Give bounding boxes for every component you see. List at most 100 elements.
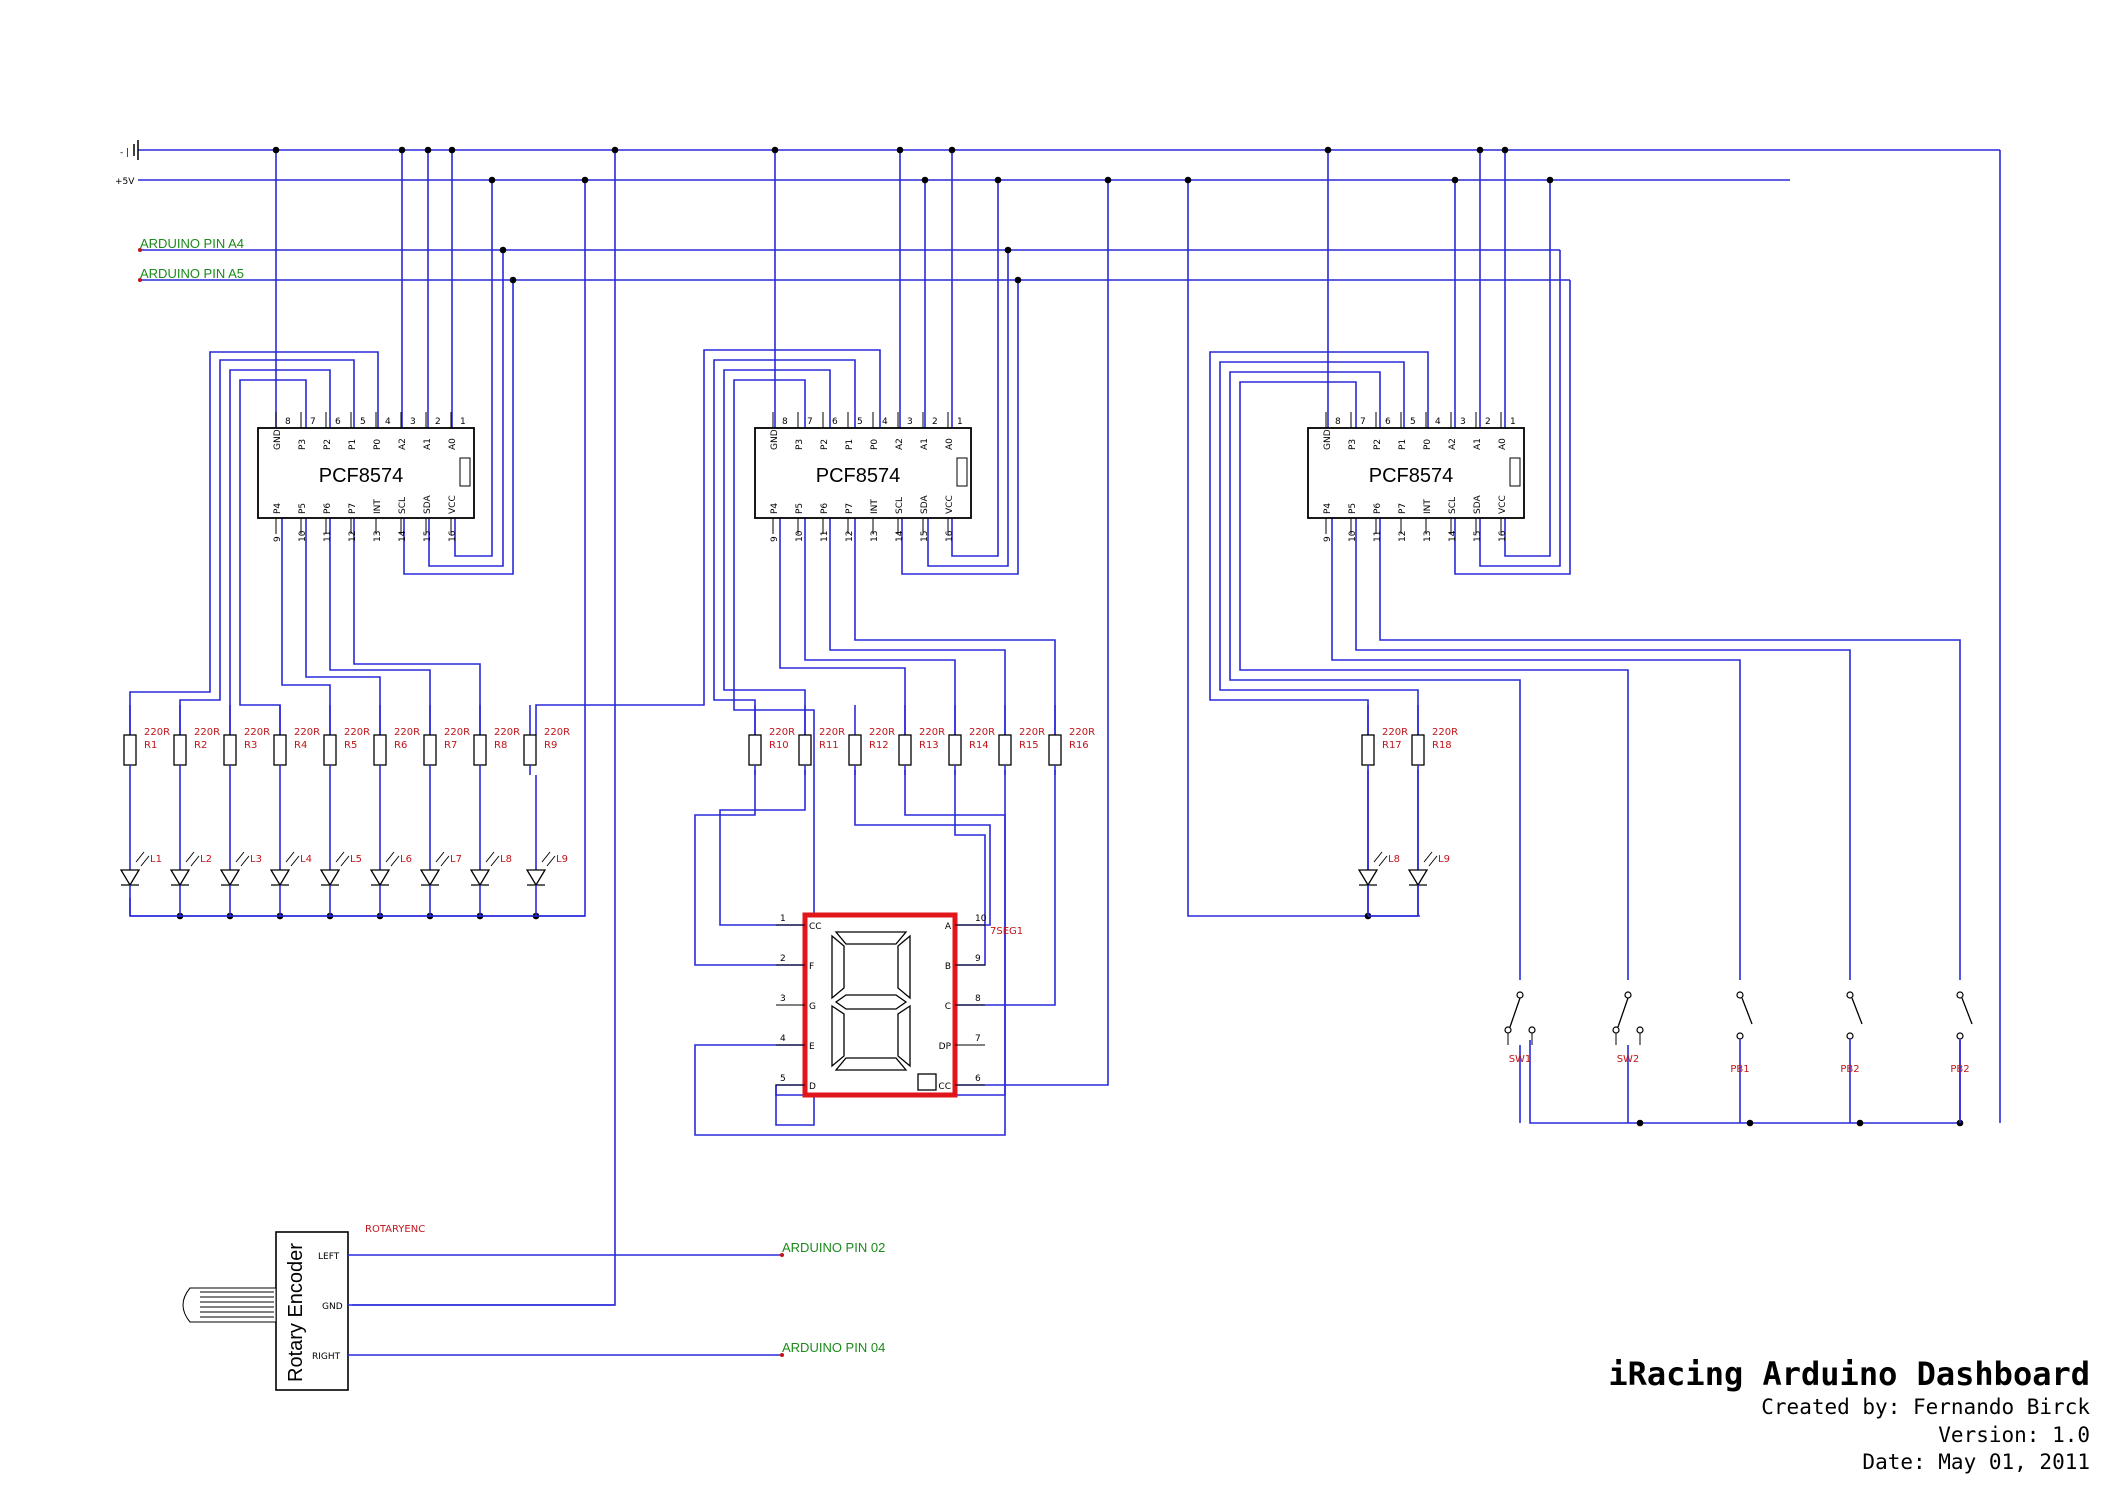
ic-pin-label: P1	[845, 439, 855, 450]
ic-pin-number: 8	[782, 417, 788, 427]
led-ref: L4	[300, 854, 312, 865]
ic-pin-number: 1	[1510, 417, 1516, 427]
led-1: L1	[119, 775, 162, 916]
resistor-value: 220R	[1382, 727, 1408, 738]
seven-seg-pin-label: F	[809, 962, 814, 972]
resistor-ref: R2	[194, 740, 207, 751]
encoder-body	[275, 1231, 349, 1391]
ic-pin-number: 2	[1485, 417, 1491, 427]
ic-pin-number: 16	[945, 530, 955, 542]
resistor-ref: R7	[444, 740, 457, 751]
resistor-value: 220R	[144, 727, 170, 738]
resistor-value: 220R	[494, 727, 520, 738]
ic-pin-number: 12	[845, 531, 855, 542]
ic-pin-number: 12	[348, 531, 358, 542]
ic-pin-label: P7	[348, 503, 358, 514]
led-ref: L5	[350, 854, 362, 865]
resistor-ref: R14	[969, 740, 989, 751]
ic-pin-label: P3	[298, 439, 308, 450]
seven-seg-ref: 7SEG1	[990, 926, 1023, 937]
ic-pin-label: P0	[870, 439, 880, 450]
resistor-ref: R1	[144, 740, 157, 751]
resistor-ref: R11	[819, 740, 839, 751]
resistor-value: 220R	[344, 727, 370, 738]
net-label-pin02: ARDUINO PIN 02	[782, 1240, 885, 1255]
ic-pin-label: P7	[845, 503, 855, 514]
ic-pin-number: 4	[882, 417, 888, 427]
resistor-ref: R16	[1069, 740, 1089, 751]
ic-pin-label: P4	[770, 503, 780, 514]
ic-pin-number: 16	[448, 530, 458, 542]
title-block: iRacing Arduino Dashboard Created by: Fe…	[1608, 1355, 2090, 1474]
ic-pin-number: 5	[360, 417, 366, 427]
ic-pin-number: 11	[323, 531, 333, 542]
ic-pin-label: GND	[273, 429, 283, 450]
led-5: L5	[319, 775, 362, 916]
resistor-value: 220R	[969, 727, 995, 738]
switch-ref: PB1	[1730, 1064, 1749, 1075]
resistor-value: 220R	[1432, 727, 1458, 738]
ic-pin-label: P6	[820, 503, 830, 514]
ic-pin-label: A1	[423, 438, 433, 450]
led-8: L8	[469, 775, 512, 916]
seven-seg-pin-label: D	[809, 1082, 816, 1092]
seven-seg-pin-label: B	[945, 962, 951, 972]
ic-pin-number: 4	[385, 417, 391, 427]
ic-pin-number: 4	[1435, 417, 1441, 427]
ic-pin-label: INT	[1423, 499, 1433, 514]
ic-pin-number: 2	[435, 417, 441, 427]
ic-pin-label: A1	[1473, 438, 1483, 450]
resistor-layer: 220RR1220RR2220RR3220RR4220RR5220RR6220R…	[123, 705, 1458, 775]
seven-seg-pin-label: E	[809, 1042, 815, 1052]
ic-pin-number: 13	[870, 531, 880, 542]
ic-pin-label: A1	[920, 438, 930, 450]
ic-pin-label: P1	[1398, 439, 1408, 450]
ic-pin-number: 6	[1385, 417, 1391, 427]
ic-pin-label: P0	[373, 439, 383, 450]
ic-pin-number: 7	[807, 417, 813, 427]
resistor-r16: 220R R16	[1048, 705, 1095, 775]
seven-seg-pin-number: 9	[975, 954, 981, 964]
led-ref: L8	[500, 854, 512, 865]
resistor-ref: R15	[1019, 740, 1039, 751]
encoder-pin-right: RIGHT	[312, 1352, 341, 1362]
i2c-bus: ARDUINO PIN A4 ARDUINO PIN A5	[138, 236, 1570, 282]
ic-pin-label: VCC	[945, 495, 955, 514]
ic-pin-label: SDA	[423, 495, 433, 514]
ic-pin-label: P6	[1373, 503, 1383, 514]
seven-seg-pin-number: 10	[975, 914, 987, 924]
ic-pin-label: VCC	[1498, 495, 1508, 514]
ic-pin-number: 10	[298, 530, 308, 542]
resistor-value: 220R	[244, 727, 270, 738]
resistor-ref: R12	[869, 740, 889, 751]
switch-pb2-5: PB2	[1950, 991, 1973, 1123]
ic-pin-label: P7	[1398, 503, 1408, 514]
seven-seg-pin-number: 5	[780, 1074, 786, 1084]
ic-pin-number: 15	[423, 531, 433, 542]
ic-pin-number: 8	[1335, 417, 1341, 427]
net-label-a5: ARDUINO PIN A5	[140, 266, 244, 281]
seven-seg-pin-number: 8	[975, 994, 981, 1004]
led-ref: L1	[150, 854, 162, 865]
ic-pin-number: 14	[398, 530, 408, 542]
ic-pin-number: 11	[1373, 531, 1383, 542]
led-ref: L7	[450, 854, 462, 865]
resistor-value: 220R	[1069, 727, 1095, 738]
ic-pin-number: 13	[373, 531, 383, 542]
switch-ref: PB2	[1840, 1064, 1859, 1075]
ic-pin-number: 3	[410, 417, 416, 427]
ic-pin-label: A0	[448, 438, 458, 450]
ic-pin-number: 8	[285, 417, 291, 427]
ic-pin-label: P4	[273, 503, 283, 514]
resistor-value: 220R	[819, 727, 845, 738]
ic-pin-number: 3	[907, 417, 913, 427]
led-9: L9	[525, 775, 568, 916]
